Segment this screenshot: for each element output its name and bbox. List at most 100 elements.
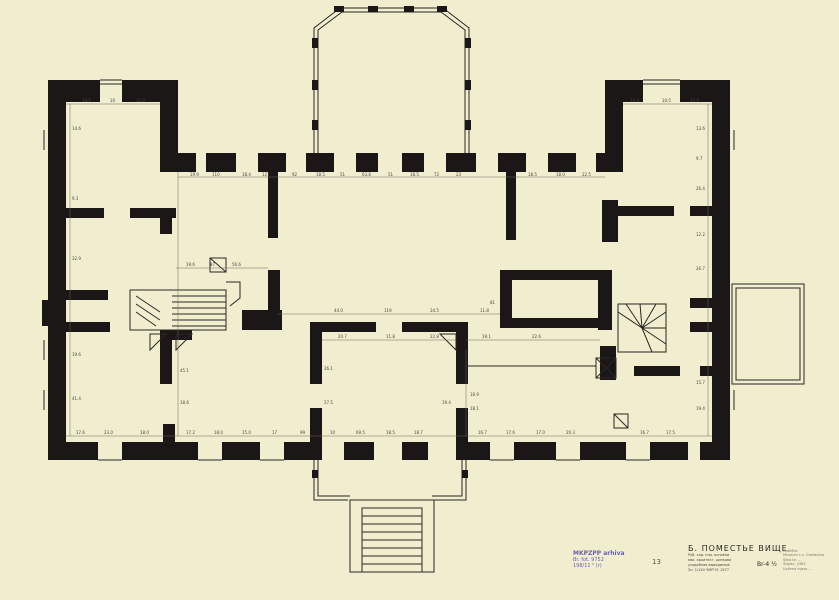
side-stamp-line: Slika br. ...	[783, 557, 802, 562]
archive-stamp-note: 198/11 ² (r)	[573, 563, 602, 569]
dim-label: 27.5	[324, 400, 333, 405]
dim-label: 20.7	[338, 334, 347, 339]
dim-label: 69.5	[356, 430, 365, 435]
dim-label: 14.6	[72, 126, 81, 131]
dim-label: 18.5	[82, 98, 91, 103]
dim-label: 26.1	[324, 366, 333, 371]
outer-walls	[48, 80, 730, 460]
dim-label: 18.1	[470, 406, 479, 411]
dim-label: 17.6	[76, 430, 85, 435]
dim-label: 19.4	[696, 406, 705, 411]
dim-label: 18.0	[214, 430, 223, 435]
dim-label: 26.7	[696, 266, 705, 271]
dim-label: 26.4	[696, 186, 705, 191]
dim-label: 15.7	[696, 380, 705, 385]
dim-label: 19.6	[72, 352, 81, 357]
interior-walls	[42, 168, 714, 442]
dim-label: 45.1	[180, 368, 189, 373]
dim-label: 92	[292, 172, 298, 177]
dim-label: 12.2	[696, 232, 705, 237]
dim-label: 72	[434, 172, 440, 177]
side-stamp: Grafičke Museum c.c. Gradevina Slika br.…	[783, 549, 833, 577]
stoves	[149, 333, 596, 367]
dim-label: 81	[490, 300, 496, 305]
dim-label: 18.0	[556, 172, 565, 177]
archive-stamp: MKPZPP arhiva Br. fot. 9752 198/11 ² (r)	[573, 550, 653, 569]
dim-label: 15.0	[242, 430, 251, 435]
dim-label: 10	[330, 430, 336, 435]
dim-label: 17.6	[506, 430, 515, 435]
dim-label: 22.6	[532, 334, 541, 339]
dim-label: 10	[110, 98, 116, 103]
dim-label: 23.0	[104, 430, 113, 435]
dim-label: 18.4	[242, 172, 251, 177]
north-pavilion	[312, 6, 471, 153]
dim-label: 22.8	[430, 334, 439, 339]
dim-label: 18.6	[180, 400, 189, 405]
dim-label: 11.8	[480, 308, 489, 313]
dim-label: 17.0	[536, 430, 545, 435]
dim-label: 9.7	[696, 156, 703, 161]
dim-label: 51	[388, 172, 394, 177]
dimension-lines	[66, 103, 712, 437]
dim-label: 44.0	[334, 308, 343, 313]
dim-label: 16.9	[470, 392, 479, 397]
dim-label: 127	[262, 172, 270, 177]
title-line: Зн. 1/140 ЧМР'21 1977	[688, 568, 729, 572]
dim-label: 18.5	[386, 430, 395, 435]
dim-label: 20.3	[566, 430, 575, 435]
dim-label: 18.5	[410, 172, 419, 177]
dim-label: 11.8	[386, 334, 395, 339]
dim-label: 32.9	[72, 256, 81, 261]
dim-label: 41.4	[72, 396, 81, 401]
dimension-labels: 18.5 10 12.0 12.0 10.5 12.0 19.9 110 18.…	[72, 98, 705, 435]
pencil-note: 13	[652, 558, 661, 566]
dim-label: 19.1	[482, 334, 491, 339]
title-line: усадебная выводимые	[688, 563, 730, 567]
dim-label: 19.9	[190, 172, 199, 177]
dim-label: 13.6	[696, 126, 705, 131]
east-staircase	[595, 303, 667, 429]
side-stamp-line: Museum c.c. Gradevina	[783, 553, 825, 558]
side-stamp-line: Grafičke	[783, 549, 798, 553]
south-porch	[312, 460, 468, 573]
drawing-title: Б. ПОМЕСТЬЕ ВИЩЕ	[688, 544, 788, 553]
dim-label: 34.5	[430, 308, 439, 313]
dim-label: 63.8	[362, 172, 371, 177]
dim-label: 18.0	[140, 430, 149, 435]
east-annex	[731, 283, 805, 385]
archive-stamp-number: Br. fot. 9752	[573, 557, 604, 563]
window-reveals	[43, 79, 735, 461]
dim-label: 12.0	[630, 98, 639, 103]
dim-label: 16.7	[640, 430, 649, 435]
dim-label: 9.3	[72, 196, 79, 201]
side-stamp-line: Uočena mjera ...	[783, 566, 812, 571]
dim-label: 22.5	[582, 172, 591, 177]
archive-stamp-label: MKPZPP arhiva	[573, 550, 625, 557]
west-staircase	[129, 257, 241, 331]
title-line: ква. архитект. цинкова	[688, 558, 732, 562]
dim-label: 56.6	[232, 262, 241, 267]
dim-label: 23	[456, 172, 462, 177]
dim-label: 99	[300, 430, 306, 435]
dim-label: 19.4	[442, 400, 451, 405]
east-annex-inner	[735, 287, 801, 381]
dim-label: 17	[272, 430, 278, 435]
dim-label: 51	[340, 172, 346, 177]
dim-label: 19.6	[186, 262, 195, 267]
dim-label: 18.7	[414, 430, 423, 435]
dim-label: 18.5	[528, 172, 537, 177]
title-block: Б. ПОМЕСТЬЕ ВИЩЕ Руб. сад. пло. основни …	[688, 544, 788, 573]
dim-label: 17.5	[666, 430, 675, 435]
side-stamp-line: Stipisc. 1983	[783, 562, 806, 567]
dim-label: 119	[384, 308, 392, 313]
dim-label: 17.2	[186, 430, 195, 435]
dim-label: 12.0	[136, 98, 145, 103]
reference-code: Br-4 ½	[757, 561, 777, 568]
title-line: Руб. сад. пло. основни	[688, 553, 730, 557]
dim-label: 12.0	[690, 98, 699, 103]
dim-label: 10.5	[662, 98, 671, 103]
dim-label: 87	[210, 262, 216, 267]
